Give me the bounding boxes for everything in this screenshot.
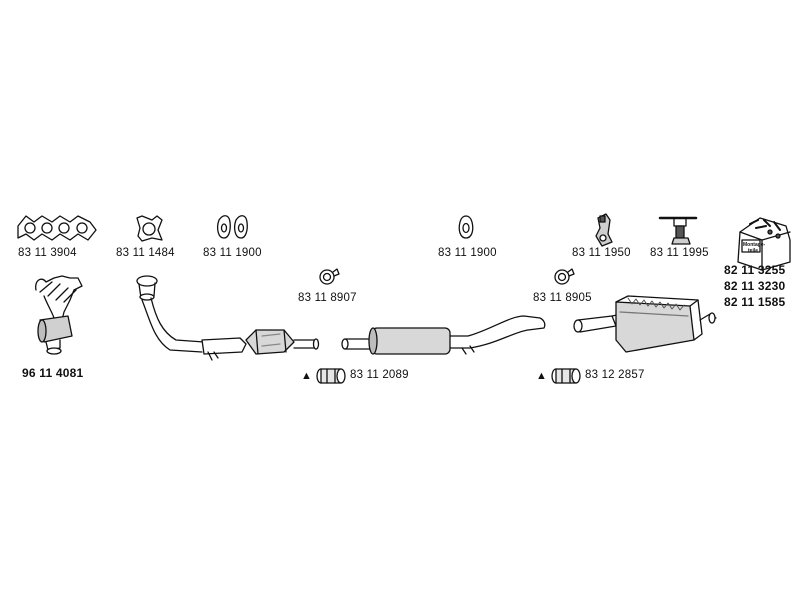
rear-silencer-icon [573,295,717,353]
mounting-kit-box-icon: Montage- teile [737,217,791,271]
flange-gasket-icon [136,215,163,242]
pair-gasket-icon [217,215,248,239]
manifold-gasket-icon [17,215,97,241]
part-number-kit-2: 82 11 3230 [724,279,786,293]
part-number-middle-gasket: 83 11 1900 [438,247,497,259]
front-pipe-catalyst-icon [136,275,320,361]
part-number-manifold-gasket: 83 11 3904 [18,247,77,259]
part-number-ring-clamp-2: 83 11 8905 [533,292,592,304]
rubber-strap-hanger-icon [658,216,698,245]
svg-text:Montage-: Montage- [743,242,766,248]
warning-triangle-icon: ▲ [536,370,548,382]
ring-clamp-icon [319,268,340,285]
part-number-pair-gasket: 83 11 1900 [203,247,262,259]
part-number-ring-clamp-1: 83 11 8907 [298,292,357,304]
part-number-flange-gasket: 83 11 1484 [116,247,175,259]
svg-text:teile: teile [748,248,758,254]
part-number-rubber-strap: 83 11 1995 [650,247,709,259]
part-number-kit-3: 82 11 1585 [724,295,786,309]
sleeve-clamp-icon [551,368,581,384]
manifold-catalyst-icon [35,275,83,355]
part-number-hanger-bracket: 83 11 1950 [572,247,631,259]
middle-silencer-icon [341,315,546,355]
warning-triangle-icon: ▲ [301,370,313,382]
sleeve-clamp-icon [316,368,346,384]
part-number-sleeve-clamp-2: 83 12 2857 [585,369,645,381]
hanger-bracket-icon [595,213,613,247]
part-number-sleeve-clamp-1: 83 11 2089 [350,369,409,381]
middle-gasket-icon [458,215,474,239]
ring-clamp-icon [554,268,575,285]
part-number-manifold-catalyst: 96 11 4081 [22,366,84,380]
part-number-kit-1: 82 11 3255 [724,263,786,277]
